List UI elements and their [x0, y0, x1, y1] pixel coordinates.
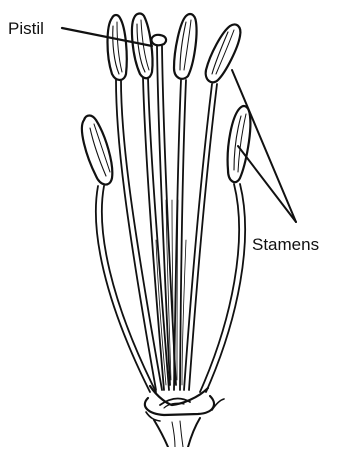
stamens-leader-line-2 [238, 146, 296, 222]
stamen-4 [184, 24, 240, 390]
pistil-label: Pistil [8, 20, 44, 37]
stamen-5 [82, 116, 156, 393]
stamens-label: Stamens [252, 236, 319, 253]
stamen-2 [132, 14, 169, 390]
stamen-6 [200, 106, 250, 392]
receptacle [145, 386, 224, 447]
